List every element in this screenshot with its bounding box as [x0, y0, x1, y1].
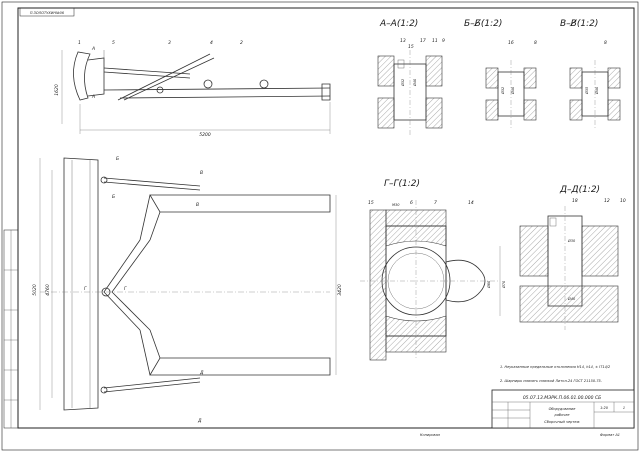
- section-vv: [569, 60, 621, 130]
- side-length-dim: 5200: [199, 132, 211, 138]
- bottom-format: Формат А1: [600, 433, 620, 437]
- side-callout-4: 4: [210, 40, 213, 46]
- section-aa-title: А–А(1:2): [379, 19, 418, 29]
- plan-view: [39, 157, 337, 411]
- top-stamp: П.ЗОЛОТУХИН№06: [30, 11, 65, 15]
- dd-callout-12: 12: [604, 198, 610, 204]
- title-block: [491, 389, 635, 429]
- side-callout-3: 3: [168, 40, 171, 46]
- title-designation: 05.07.13.МЭРК.П.06.01.00.000 СБ: [523, 395, 601, 401]
- plan-width-dim: 4760: [45, 284, 51, 296]
- side-callout-1: 1: [78, 40, 81, 46]
- top-stamp-box: [19, 7, 75, 17]
- gg-dim-3: Ø70: [501, 280, 506, 289]
- cut-mark-v2: В: [196, 202, 199, 208]
- cut-mark-a-bottom: А: [91, 94, 95, 100]
- bb-dim-2: Ø40: [510, 86, 515, 95]
- aa-callout-11: 11: [432, 38, 438, 44]
- section-vv-title: В–В̸(1:2): [560, 19, 598, 29]
- aa-callout-13: 13: [400, 38, 406, 44]
- dd-dim-2: Ø40: [567, 296, 576, 301]
- dd-callout-18: 18: [572, 198, 578, 204]
- title-scale: 1:20: [600, 406, 609, 410]
- section-dd-title: Д–Д(1:2): [559, 185, 600, 195]
- section-bb: [485, 60, 537, 130]
- title-name-2: рабочее: [553, 413, 569, 417]
- title-name-1: Оборудование: [549, 407, 576, 411]
- cut-mark-g1: Г: [84, 286, 87, 292]
- aa-dim-2: Ø40: [412, 78, 417, 87]
- cut-mark-g2: Г: [124, 286, 127, 292]
- side-callout-5: 5: [112, 40, 115, 46]
- side-height-dim: 1620: [54, 84, 60, 96]
- aa-dim-1: Ø32: [400, 78, 405, 87]
- note-2: 2. Шарниры смазать смазкой Литол-24 ГОСТ…: [500, 379, 602, 383]
- gg-callout-7: 7: [434, 200, 437, 206]
- side-view: [61, 50, 331, 134]
- section-aa: [377, 50, 443, 136]
- gg-callout-6: 6: [410, 200, 413, 206]
- bb-callout-8: 8: [534, 40, 537, 46]
- cut-mark-d2: Д: [197, 418, 202, 424]
- section-dd: [519, 206, 619, 330]
- vv-dim-2: Ø40: [594, 86, 599, 95]
- cut-mark-b1: Б: [116, 156, 119, 162]
- vv-dim-1: Ø35: [584, 86, 589, 95]
- section-gg: [360, 200, 501, 361]
- bottom-copied: Копировал: [420, 433, 441, 437]
- gg-dim-2: Ø80: [486, 280, 491, 289]
- dd-callout-10: 10: [620, 198, 626, 204]
- aa-callout-15: 15: [408, 44, 414, 50]
- gg-dim-1: M30: [392, 203, 400, 207]
- vv-callout-8: 8: [604, 40, 607, 46]
- note-1: 1. Неуказанные предельные отклонения H14…: [500, 365, 611, 369]
- aa-callout-9: 9: [442, 38, 445, 44]
- cut-mark-b2: Б: [112, 194, 115, 200]
- cut-mark-v1: В: [200, 170, 203, 176]
- dd-dim-1: Ø30: [567, 238, 576, 243]
- gg-callout-14: 14: [468, 200, 474, 206]
- title-name-3: Сборочный чертеж: [544, 420, 580, 424]
- side-callout-2: 2: [240, 40, 243, 46]
- inner-frame: [17, 7, 635, 429]
- bb-callout-16: 16: [508, 40, 514, 46]
- cut-mark-d1: Д: [199, 370, 204, 376]
- bb-dim-1: Ø32: [500, 86, 505, 95]
- cut-mark-a-top: А: [91, 46, 95, 52]
- plan-outer-dim: 5020: [32, 284, 38, 296]
- title-sheet: 1: [623, 406, 625, 410]
- plan-depth-dim: 3420: [337, 284, 343, 296]
- section-gg-title: Г–Г(1:2): [384, 179, 420, 189]
- section-bb-title: Б–Б̸(1:2): [464, 19, 502, 29]
- gg-callout-15: 15: [368, 200, 374, 206]
- aa-callout-17: 17: [420, 38, 426, 44]
